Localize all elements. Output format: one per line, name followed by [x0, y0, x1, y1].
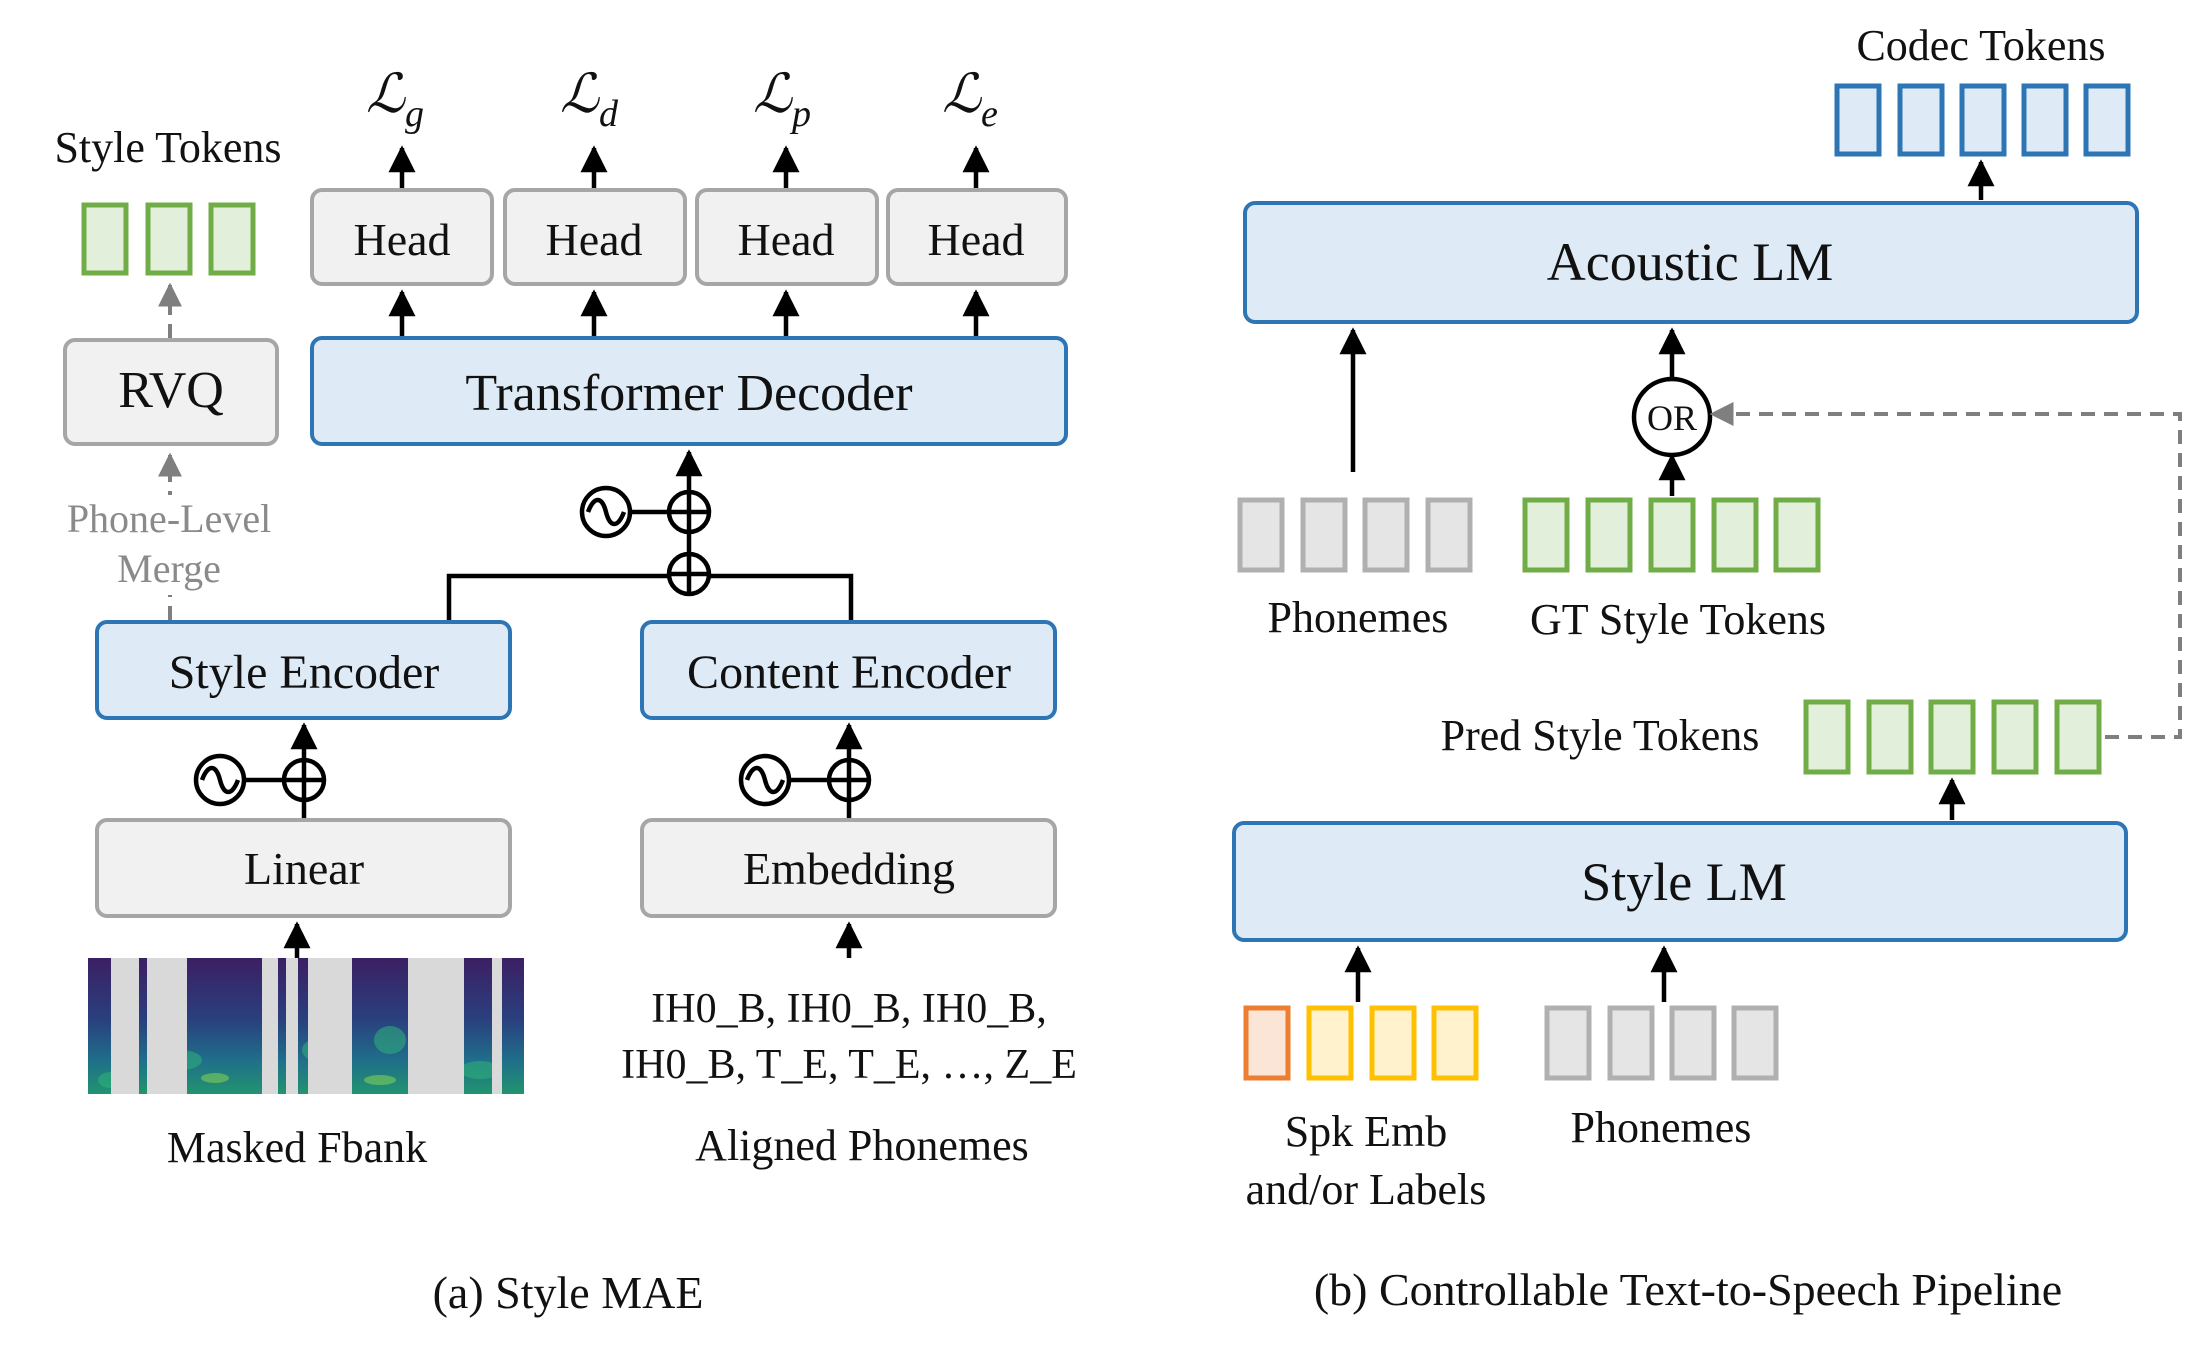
sum-circle-plus-icon — [666, 489, 712, 535]
phoneme-token — [1731, 1005, 1779, 1081]
linear-box — [95, 818, 512, 918]
spk-emb-label-2: and/or Labels — [1246, 1165, 1487, 1214]
acoustic-lm-box — [1243, 201, 2139, 324]
speaker-embedding-tokens — [1243, 1005, 1479, 1081]
head-box-p — [695, 188, 879, 286]
phoneme-token — [1544, 1005, 1592, 1081]
codec-token — [2083, 83, 2131, 157]
loss-g-label: ℒg — [366, 64, 424, 135]
style-encoder-label: Style Encoder — [169, 646, 440, 699]
style-token — [1773, 497, 1821, 573]
phoneme-sequence-line-1: IH0_B, IH0_B, IH0_B, — [651, 986, 1047, 1032]
style-token — [1522, 497, 1570, 573]
head-box-g — [310, 188, 494, 286]
phonemes-label-top: Phonemes — [1268, 593, 1449, 642]
head-label: Head — [545, 214, 642, 265]
sum-circle-plus-icon — [281, 757, 327, 803]
sinusoid-positional-encoding-icon — [738, 753, 792, 807]
style-token — [1991, 699, 2039, 775]
masked-fbank-label: Masked Fbank — [167, 1123, 427, 1172]
codec-tokens-label: Codec Tokens — [1856, 21, 2105, 70]
style-token — [208, 202, 256, 276]
codec-token — [1834, 83, 1882, 157]
speaker-embedding-token — [1243, 1005, 1291, 1081]
style-token — [1648, 497, 1696, 573]
sinusoid-positional-encoding-icon — [193, 753, 247, 807]
codec-token — [1897, 83, 1945, 157]
acoustic-lm-label: Acoustic LM — [1547, 232, 1833, 292]
style-tokens-label: Style Tokens — [54, 123, 281, 172]
linear-label: Linear — [244, 843, 364, 894]
caption-b: (b) Controllable Text-to-Speech Pipeline — [1314, 1264, 2062, 1315]
transformer-decoder-box — [310, 336, 1068, 446]
style-encoder-box — [95, 620, 512, 720]
codec-token — [1959, 83, 2007, 157]
style-token — [1866, 699, 1914, 775]
label-token — [1369, 1005, 1417, 1081]
head-label: Head — [737, 214, 834, 265]
loss-d-label: ℒd — [560, 64, 619, 135]
codec-tokens — [1834, 83, 2131, 157]
phonemes-label-bottom: Phonemes — [1571, 1103, 1752, 1152]
phoneme-sequence-line-2: IH0_B, T_E, T_E, …, Z_E — [621, 1042, 1077, 1088]
rvq-label: RVQ — [118, 362, 224, 419]
style-token — [1711, 497, 1759, 573]
phone-level-merge-label-2: Merge — [117, 546, 221, 591]
content-encoder-label: Content Encoder — [687, 646, 1011, 699]
head-label: Head — [927, 214, 1024, 265]
rvq-box — [63, 338, 279, 446]
or-selector: OR — [1631, 376, 1713, 458]
sum-circle-plus-icon — [826, 757, 872, 803]
content-encoder-to-sum-line — [709, 573, 854, 620]
phoneme-token — [1300, 497, 1348, 573]
loss-e-label: ℒe — [942, 64, 998, 135]
phoneme-token — [1669, 1005, 1717, 1081]
sum-circle-plus-icon — [666, 551, 712, 597]
pred-style-tokens-label: Pred Style Tokens — [1441, 711, 1760, 760]
caption-a: (a) Style MAE — [433, 1267, 704, 1318]
gt-style-tokens-label: GT Style Tokens — [1530, 595, 1826, 644]
phoneme-tokens-bottom — [1544, 1005, 1779, 1081]
style-lm-box — [1232, 821, 2128, 942]
content-encoder-box — [640, 620, 1057, 720]
style-token — [81, 202, 129, 276]
style-lm-label: Style LM — [1581, 852, 1787, 912]
phoneme-token — [1362, 497, 1410, 573]
phone-level-merge-label-1: Phone-Level — [67, 496, 271, 541]
style-token — [2054, 699, 2102, 775]
style-token — [1928, 699, 1976, 775]
transformer-decoder-label: Transformer Decoder — [465, 365, 912, 422]
style-token — [1803, 699, 1851, 775]
sinusoid-positional-encoding-icon — [579, 485, 633, 539]
style-encoder-to-sum-line — [446, 573, 669, 620]
pred-style-tokens — [1803, 699, 2102, 775]
or-label: OR — [1647, 398, 1697, 438]
loss-labels: ℒg ℒd ℒp ℒe — [366, 64, 998, 135]
embedding-label: Embedding — [743, 843, 955, 894]
aligned-phonemes-label: Aligned Phonemes — [695, 1121, 1029, 1170]
spk-emb-label-1: Spk Emb — [1285, 1107, 1448, 1156]
label-token — [1306, 1005, 1354, 1081]
head-label: Head — [353, 214, 450, 265]
label-token — [1431, 1005, 1479, 1081]
gt-style-tokens — [1522, 497, 1821, 573]
phoneme-token — [1237, 497, 1285, 573]
merge-label-bg — [55, 495, 295, 595]
pred-to-or-dashed-line — [1718, 412, 2182, 739]
head-box-e — [886, 188, 1068, 286]
codec-token — [2021, 83, 2069, 157]
loss-p-label: ℒp — [753, 64, 811, 135]
phoneme-tokens-top — [1237, 497, 1473, 573]
phoneme-token — [1425, 497, 1473, 573]
embedding-box — [640, 818, 1057, 918]
head-box-d — [503, 188, 687, 286]
style-token — [145, 202, 193, 276]
spectrogram-image — [88, 958, 524, 1094]
style-token — [1585, 497, 1633, 573]
phoneme-token — [1607, 1005, 1655, 1081]
